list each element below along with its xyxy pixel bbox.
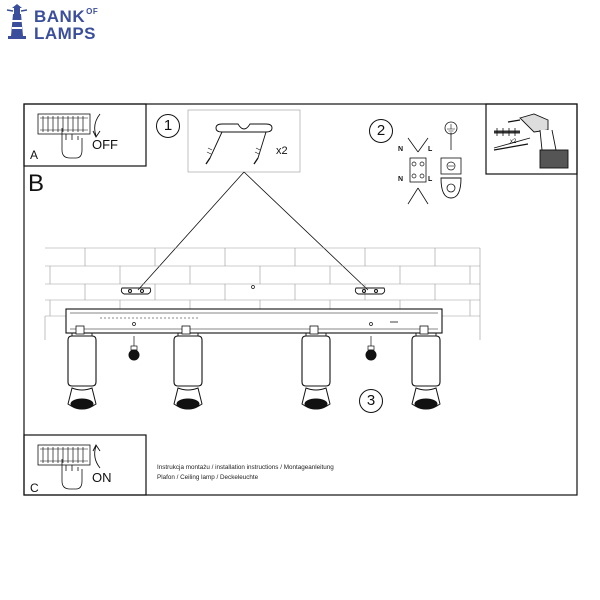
hand-icon (61, 459, 83, 490)
off-label: OFF (92, 137, 118, 152)
callout-line (137, 171, 369, 291)
panel-a-label: A (30, 148, 39, 162)
bracket-inset-box (187, 109, 301, 173)
panel-b-label: B (28, 170, 45, 197)
bulb-icon (128, 336, 140, 361)
brand-logo: BANKOF LAMPS (4, 4, 114, 43)
logo-line1: BANKOF (34, 7, 99, 26)
arrow-icon (92, 444, 101, 469)
panel-c-label: C (30, 481, 39, 495)
step-2-marker: 2 (369, 119, 393, 143)
wall-hole (251, 285, 255, 289)
bulb-icon (365, 336, 377, 361)
panel-c-box (23, 434, 147, 496)
drill-icon (507, 113, 569, 169)
wire-label-l-bottom: L (428, 176, 433, 183)
wire-label-n-top: N (398, 146, 404, 153)
anchor-quantity: x2 (510, 139, 517, 145)
brick-wall (44, 247, 481, 340)
mounting-bracket-icon (205, 123, 273, 165)
wire-label-l-top: L (428, 146, 433, 153)
circuit-breaker-icon (37, 113, 91, 135)
spotlight-icon (301, 325, 331, 410)
circuit-breaker-icon (37, 444, 91, 466)
lamp-bar (65, 308, 443, 334)
logo-line2: LAMPS (34, 24, 96, 43)
step-3-marker: 3 (359, 389, 383, 413)
logo-lighthouse-icon (6, 4, 28, 39)
spotlight-icon (67, 325, 97, 410)
caption-line-1: Instrukcja montażu / installation instru… (157, 464, 334, 471)
terminal-block-icon (440, 157, 462, 199)
hand-icon (61, 128, 83, 159)
wire-label-n-bottom: N (398, 176, 404, 183)
wall-bracket-left (120, 287, 152, 295)
panel-a-box (23, 103, 147, 167)
wall-bracket-right (354, 287, 386, 295)
on-label: ON (92, 470, 112, 485)
spotlight-icon (411, 325, 441, 410)
tools-box (485, 103, 578, 175)
wiring-diagram (407, 137, 429, 205)
step-1-marker: 1 (156, 114, 180, 138)
screwdriver-icon (493, 143, 529, 151)
spotlight-icon (173, 325, 203, 410)
ground-symbol-icon (444, 121, 458, 150)
outer-frame (23, 103, 578, 496)
bracket-quantity: x2 (276, 145, 288, 157)
wall-anchor-icon (493, 128, 531, 149)
caption-line-2: Plafon / Ceiling lamp / Deckeleuchte (157, 474, 259, 481)
arrow-icon (92, 113, 101, 138)
